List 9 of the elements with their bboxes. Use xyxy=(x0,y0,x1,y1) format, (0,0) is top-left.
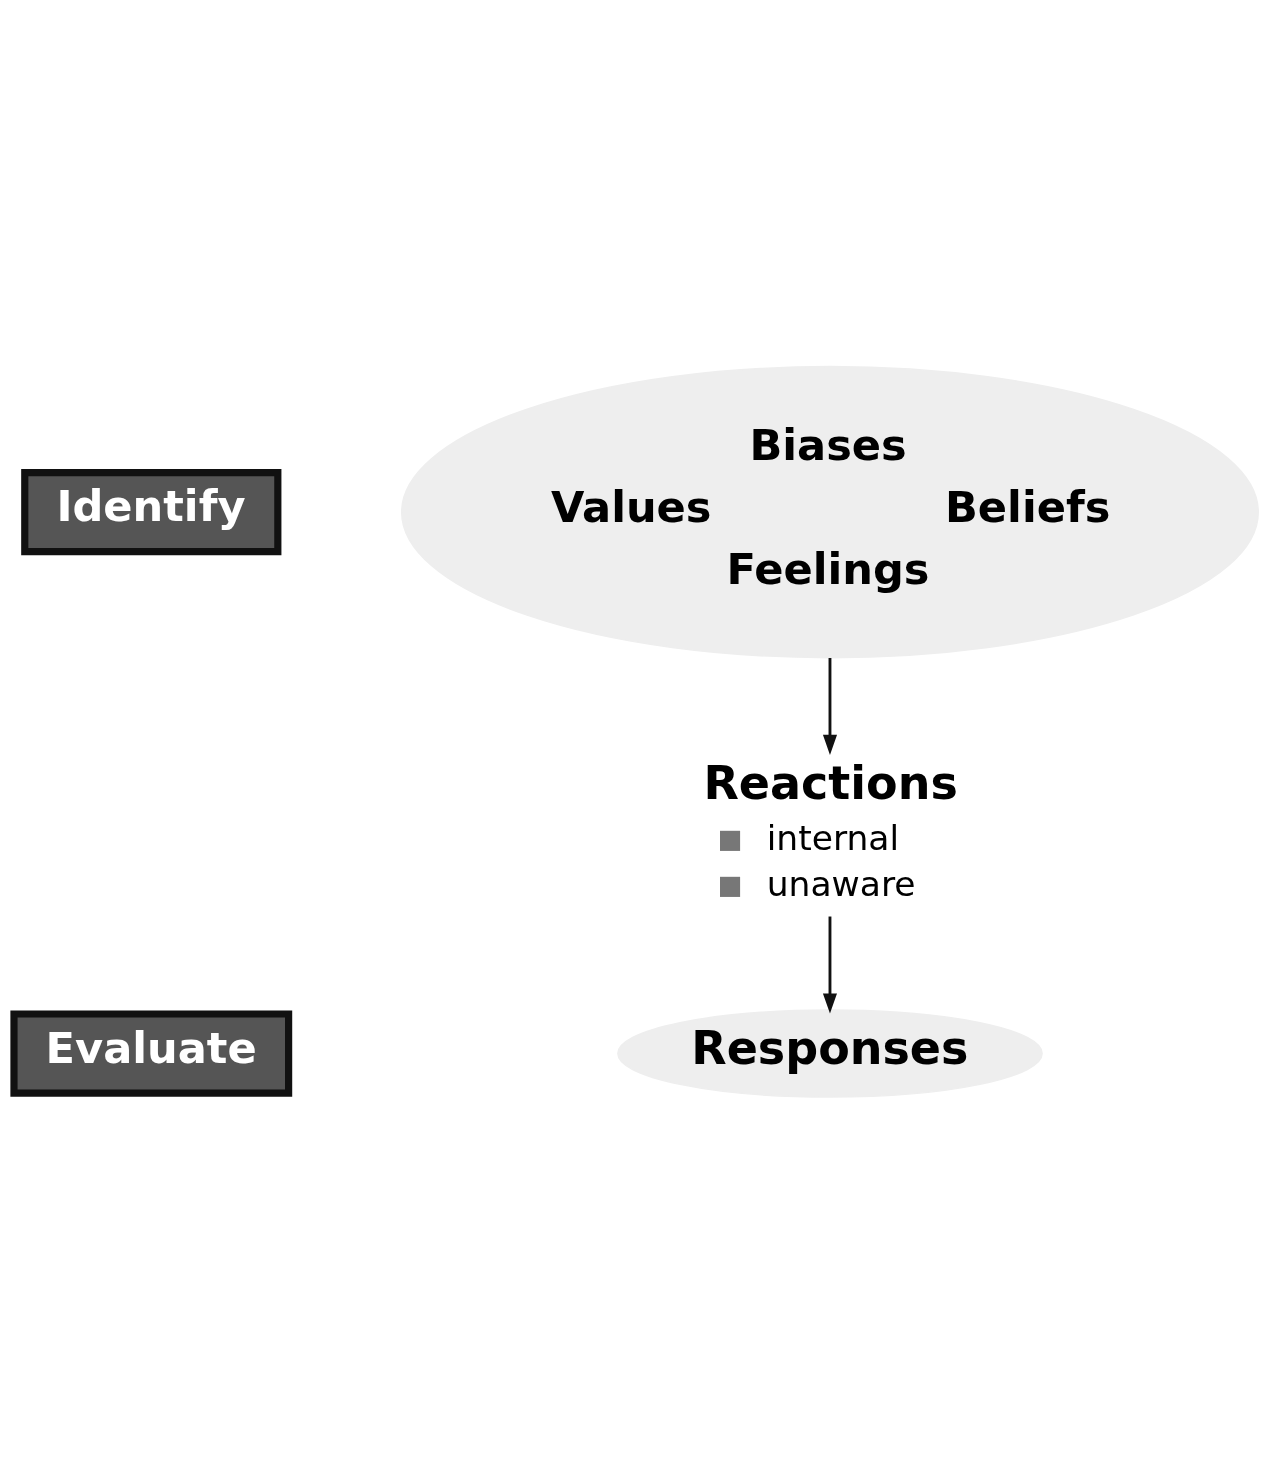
node-label: unaware xyxy=(766,863,916,904)
arrow xyxy=(822,916,838,1014)
node-ellipse: Responses xyxy=(617,1008,1043,1098)
node-label: Reactions xyxy=(703,755,958,810)
node-box: Evaluate xyxy=(10,1009,293,1097)
node-label: internal xyxy=(766,817,900,858)
arrow xyxy=(822,657,838,755)
node-ellipse: Biases Values Beliefs Feelings xyxy=(400,365,1259,658)
node-box: Identify xyxy=(21,468,282,555)
